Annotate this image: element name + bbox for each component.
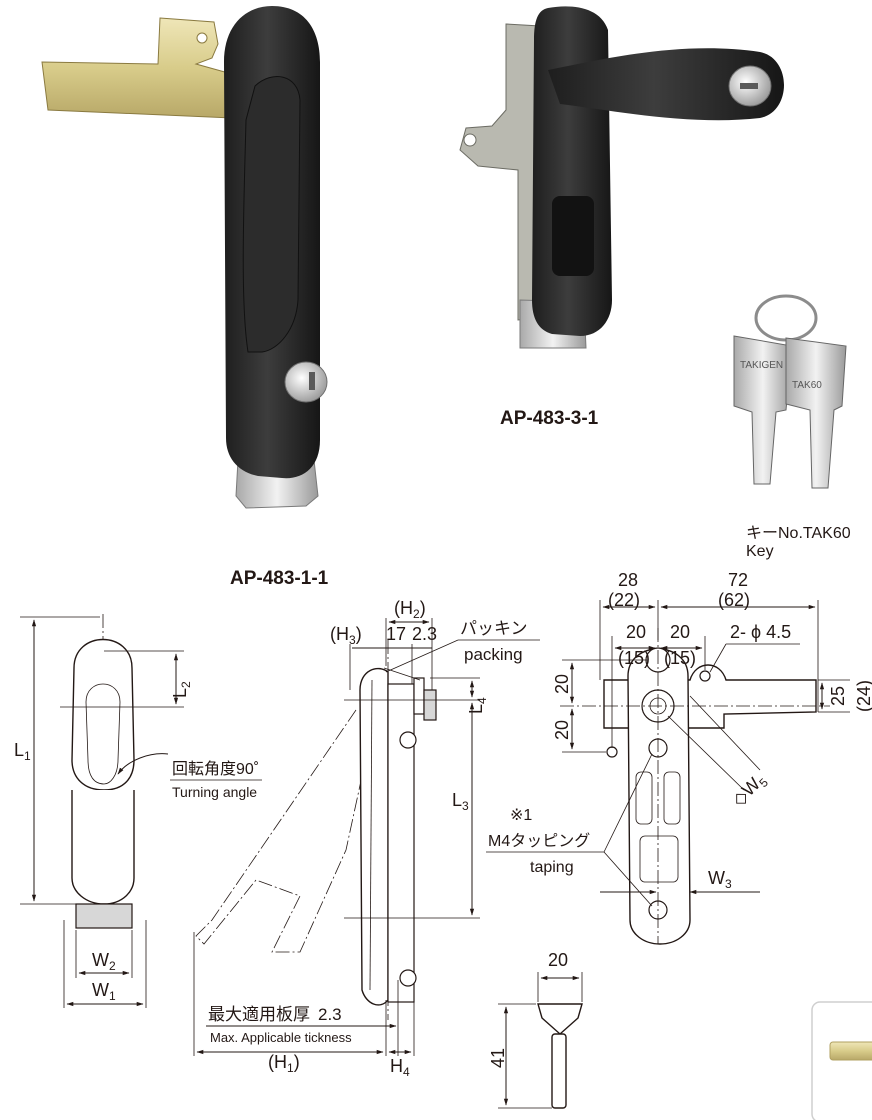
front-lever (85, 683, 121, 785)
key-dim-41: 41 (488, 1048, 508, 1068)
dim-w3: W3 (708, 868, 732, 891)
back-slot-2 (663, 771, 681, 825)
cam-plate-hole (196, 32, 208, 44)
t-handle-arm (548, 48, 784, 121)
dim-w5: ◇W5 (728, 769, 771, 812)
dim-l1: L1 (14, 740, 31, 763)
turning-en: Turning angle (172, 784, 257, 800)
turning-jp: 回転角度90˚ (172, 760, 259, 778)
dim-v25: 25 (828, 686, 848, 706)
back-hole-right (699, 670, 711, 682)
dim-72: 72 (728, 570, 748, 590)
model-label-right: AP-483-3-1 (500, 408, 599, 429)
dim-17: 17 (386, 624, 406, 644)
dim-v20a: 20 (552, 674, 572, 694)
dim-20a: 20 (626, 622, 646, 642)
dim-v24: (24) (854, 680, 872, 712)
side-plate (413, 677, 425, 715)
mount-hole (463, 133, 477, 147)
dim-28: 28 (618, 570, 638, 590)
holes-label: 2- ϕ 4.5 (730, 622, 791, 642)
front-tongue (75, 903, 133, 929)
handle-lever (242, 76, 301, 353)
thumbnail-card[interactable] (811, 1001, 872, 1120)
back-hole-left (606, 746, 618, 758)
dim-62: (62) (718, 590, 750, 610)
lock-cylinder (284, 361, 328, 403)
dim-w1: W1 (92, 980, 116, 1003)
key-slot (309, 372, 315, 390)
tap-jp: M4タッピング (488, 832, 590, 850)
dim-l3: L3 (452, 790, 469, 813)
key-caption-jp: キーNo.TAK60 (746, 525, 851, 542)
side-roller-1 (399, 731, 417, 749)
dim-22: (22) (608, 590, 640, 610)
dim-20b: 20 (670, 622, 690, 642)
packing-jp: パッキン (460, 619, 528, 638)
dim-l2: L2 (170, 681, 193, 698)
back-slot-1 (635, 771, 653, 825)
side-lever (369, 679, 373, 991)
side-view: (H2) (H3) 17 2.3 パッキン packing L4 L3 最大適用… (193, 598, 540, 1079)
dim-h2: (H2) (394, 598, 426, 621)
key-dim-20: 20 (548, 950, 568, 970)
key-caption-en: Key (746, 543, 774, 560)
turning-arc (117, 753, 169, 775)
max-en: Max. Applicable tickness (210, 1030, 352, 1045)
dim-v20b: 20 (552, 720, 572, 740)
key-stamp-1: TAKIGEN (740, 360, 783, 371)
dim-w2: W2 (92, 950, 116, 973)
key-blade (551, 1033, 567, 1109)
housing-recess (552, 196, 594, 276)
key-ring (754, 294, 818, 342)
packing-en: packing (464, 645, 523, 664)
max-val: 2.3 (318, 1005, 342, 1024)
housing-body (532, 6, 612, 336)
photo-keys: TAKIGEN TAK60 キーNo.TAK60 Key (733, 294, 851, 560)
back-slot-3 (639, 835, 679, 883)
photo-ap-483-1-1: AP-483-1-1 (41, 6, 329, 589)
max-jp: 最大適用板厚 (208, 1005, 310, 1024)
mount-plate (459, 23, 541, 321)
key-2 (785, 337, 847, 489)
photo-ap-483-3-1: AP-483-3-1 (459, 6, 784, 429)
dim-15a: (15) (618, 648, 650, 668)
model-label-left: AP-483-1-1 (230, 568, 329, 589)
handle-ghost (195, 709, 373, 953)
dim-h4: H4 (390, 1056, 410, 1079)
side-packing (383, 667, 421, 681)
key-bow (537, 1003, 583, 1035)
side-nut (423, 689, 437, 721)
note-mark: ※1 (510, 807, 532, 824)
key-stamp-2: TAK60 (792, 380, 822, 391)
side-roller-2 (399, 969, 417, 987)
tap-en: taping (530, 859, 574, 876)
key-drawing: 20 41 (488, 950, 583, 1109)
dim-2-3: 2.3 (412, 624, 437, 644)
front-view: L1 L2 回転角度90˚ Turning angle W2 W1 (14, 614, 262, 1008)
dim-l4: L4 (466, 697, 489, 714)
thumbnail-image (829, 1041, 872, 1061)
dim-h3: (H3) (330, 624, 362, 647)
dim-15b: (15) (664, 648, 696, 668)
back-view: 28 (22) 72 (62) 20 (15) 20 (15) 2- ϕ 4.5… (486, 570, 872, 945)
key-slot-2 (740, 83, 758, 89)
key-1 (733, 335, 793, 485)
side-body (359, 667, 389, 1006)
dim-h1: (H1) (268, 1052, 300, 1075)
front-lower-body (71, 790, 135, 905)
